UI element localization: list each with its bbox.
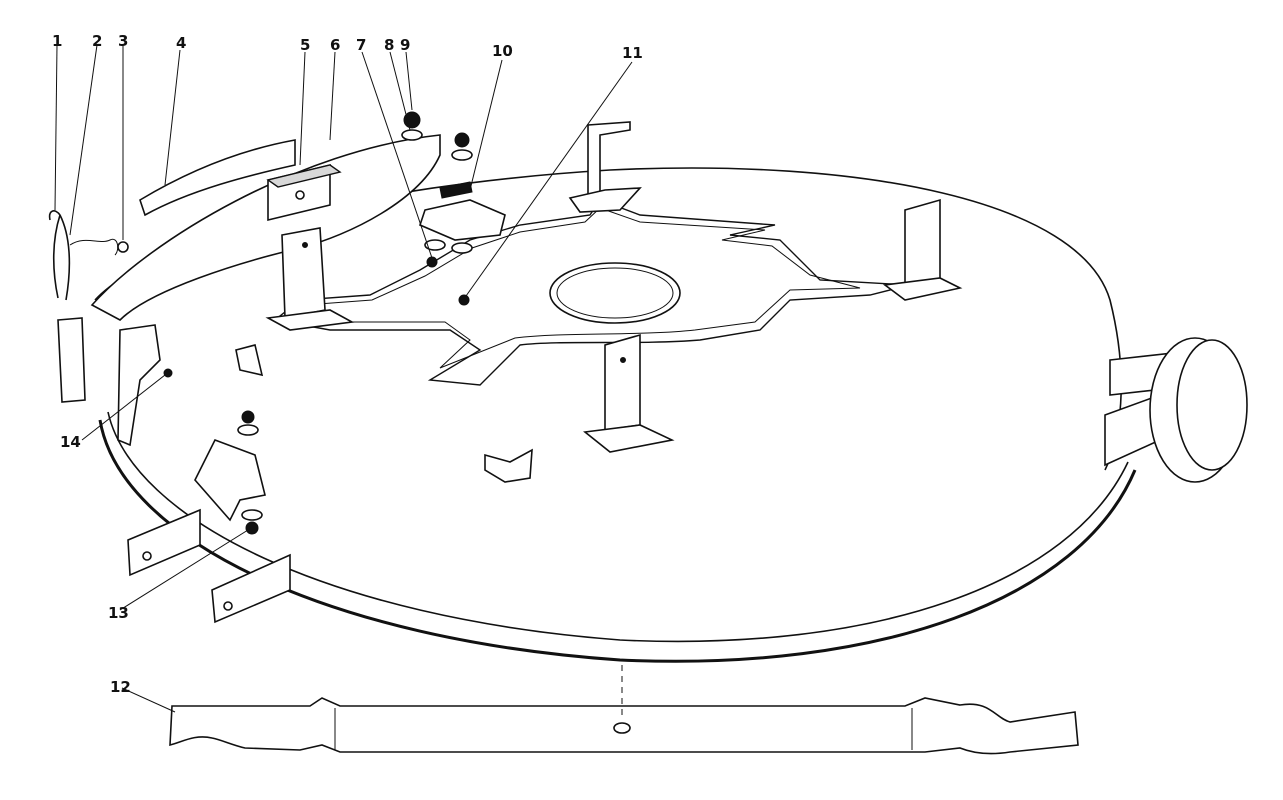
leader-11 xyxy=(465,61,633,297)
callout-8: 8 xyxy=(384,36,394,54)
spindle-hole-inner xyxy=(556,267,674,319)
left-hardware xyxy=(48,210,173,447)
mower-blade-12 xyxy=(169,665,1079,755)
hairpin-cotter xyxy=(48,210,71,301)
part-5-hole xyxy=(295,190,305,200)
bolt-lower xyxy=(245,521,259,535)
hinge-plate xyxy=(194,438,266,522)
leader-lines xyxy=(54,44,633,713)
callout-3: 3 xyxy=(118,32,128,50)
washer-rear-right xyxy=(451,149,473,161)
spring-10 xyxy=(439,181,473,199)
bracket-rear xyxy=(587,121,631,198)
bracket-left-base xyxy=(265,309,355,331)
deck-skirt-inner xyxy=(107,411,1129,643)
bracket-left xyxy=(281,227,326,319)
washer-7 xyxy=(424,239,446,251)
bracket-front-base xyxy=(583,424,675,453)
callout-1: 1 xyxy=(52,32,62,50)
adjust-plate-upper-hole xyxy=(142,551,152,561)
left-bracket-slot xyxy=(117,324,161,447)
leader-4 xyxy=(164,49,181,186)
callout-9: 9 xyxy=(400,36,410,54)
callout-6: 6 xyxy=(330,36,340,54)
washer-8 xyxy=(401,129,423,141)
callout-13: 13 xyxy=(108,604,129,622)
discharge-chute xyxy=(90,134,441,321)
leader-1 xyxy=(54,44,58,211)
bracket-rear-base xyxy=(568,187,642,213)
leader-10 xyxy=(469,59,503,191)
wire-spring xyxy=(69,238,119,256)
callout-4: 4 xyxy=(176,34,186,52)
bracket-front-hole xyxy=(620,357,626,363)
leader-9 xyxy=(405,51,413,111)
mower-deck xyxy=(90,134,1137,663)
callout-11: 11 xyxy=(622,44,643,62)
callout-7: 7 xyxy=(356,36,366,54)
pivot-bracket-10 xyxy=(419,199,506,241)
nut-rear-right xyxy=(454,132,470,148)
small-bolt-14 xyxy=(163,368,173,378)
left-bracket xyxy=(57,317,86,403)
callout-labels: 1 2 3 4 5 6 7 8 9 10 11 12 13 14 xyxy=(52,32,643,696)
callout-10: 10 xyxy=(492,42,513,60)
callout-14: 14 xyxy=(60,433,81,451)
callout-5: 5 xyxy=(300,36,310,54)
chute-shield xyxy=(139,139,296,217)
leader-5 xyxy=(299,51,306,166)
leader-13 xyxy=(119,529,249,611)
leader-12 xyxy=(121,687,176,713)
bracket-front xyxy=(604,333,641,431)
callout-12: 12 xyxy=(110,678,131,696)
leader-14 xyxy=(81,374,166,441)
center-reinforcement-plate xyxy=(273,199,911,386)
callout-2: 2 xyxy=(92,32,102,50)
washer-mid xyxy=(451,242,473,254)
center-reinforcement-plate-inner xyxy=(283,207,861,369)
leader-8 xyxy=(389,51,411,131)
nut-11 xyxy=(458,294,470,306)
washer-lower xyxy=(241,509,263,521)
leader-2 xyxy=(69,44,98,236)
baffle-center xyxy=(484,448,533,483)
bolt-7 xyxy=(426,256,438,268)
bracket-right-base xyxy=(882,277,963,301)
leader-6 xyxy=(329,51,336,141)
spindle-hole xyxy=(549,262,681,324)
part-5-pad-top xyxy=(266,164,342,188)
mounting-brackets xyxy=(235,121,963,483)
nut-upper xyxy=(241,410,255,424)
bracket-left-hole xyxy=(302,242,308,248)
adjust-plate-lower-hole xyxy=(223,601,233,611)
wheel-assembly xyxy=(1104,337,1248,483)
wheel-front-face xyxy=(1176,339,1248,471)
rear-hardware xyxy=(266,111,506,306)
washer-upper xyxy=(237,424,259,436)
height-adjust-plates xyxy=(127,410,291,624)
blade-center-hole xyxy=(613,722,631,734)
baffle-left xyxy=(235,344,264,377)
leader-7 xyxy=(361,51,433,259)
adjust-plate-lower xyxy=(211,553,291,624)
cotter-pin-washer xyxy=(117,241,129,253)
